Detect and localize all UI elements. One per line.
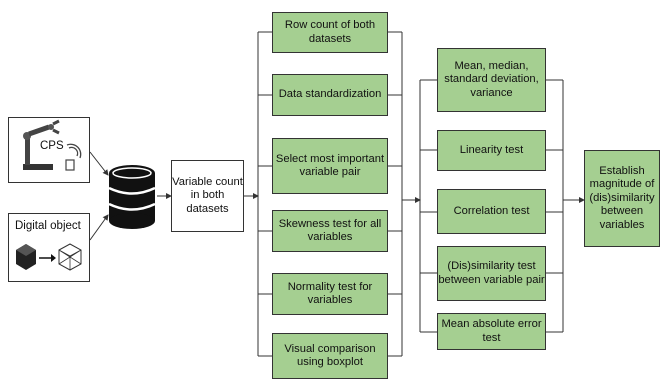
robot-arm-icon xyxy=(23,119,82,171)
cps-arrow xyxy=(89,151,109,176)
step-data-standardization: Data standardization xyxy=(272,74,388,116)
test-descriptive-stats: Mean, median, standard deviation, varian… xyxy=(437,48,546,112)
test-dissimilarity: (Dis)similarity test between variable pa… xyxy=(437,246,546,301)
step-skewness-test-text: Skewness test for all variables xyxy=(278,217,382,243)
test-linearity: Linearity test xyxy=(437,130,546,171)
step-row-count-text: Row count of both datasets xyxy=(284,19,376,45)
digital-object-source-box: Digital object xyxy=(8,213,90,282)
test-linearity-text: Linearity test xyxy=(459,143,524,156)
digital-object-label: Digital object xyxy=(15,220,81,232)
database-icon xyxy=(108,165,156,229)
test-descriptive-stats-text: Mean, median, standard deviation, varian… xyxy=(444,59,539,99)
test-mean-absolute-error-text: Mean absolute error test xyxy=(441,318,542,344)
cps-label: CPS xyxy=(40,140,64,152)
test-correlation-text: Correlation test xyxy=(453,204,530,217)
result-box: Establish magnitude of (dis)similarity b… xyxy=(584,150,660,247)
test-correlation: Correlation test xyxy=(437,189,546,234)
cube-transform-icon xyxy=(16,243,82,271)
result-text: Establish magnitude of (dis)similarity b… xyxy=(589,164,655,231)
step-select-variable-pair-text: Select most important variable pair xyxy=(275,152,385,178)
digital-object-arrow xyxy=(89,214,109,241)
variable-count-text: Variable count in both datasets xyxy=(172,175,243,215)
step-select-variable-pair: Select most important variable pair xyxy=(272,138,388,194)
step-skewness-test: Skewness test for all variables xyxy=(272,210,388,252)
cps-source-box: CPS xyxy=(8,117,90,183)
step-data-standardization-text: Data standardization xyxy=(278,88,382,101)
variable-count-box: Variable count in both datasets xyxy=(171,160,244,232)
step-visual-boxplot-text: Visual comparison using boxplot xyxy=(284,342,376,368)
test-mean-absolute-error: Mean absolute error test xyxy=(437,313,546,350)
test-dissimilarity-text: (Dis)similarity test between variable pa… xyxy=(438,260,545,286)
step-visual-boxplot: Visual comparison using boxplot xyxy=(272,333,388,379)
step-normality-test: Normality test for variables xyxy=(272,273,388,315)
step-normality-test-text: Normality test for variables xyxy=(287,280,373,306)
step-row-count: Row count of both datasets xyxy=(272,12,388,53)
